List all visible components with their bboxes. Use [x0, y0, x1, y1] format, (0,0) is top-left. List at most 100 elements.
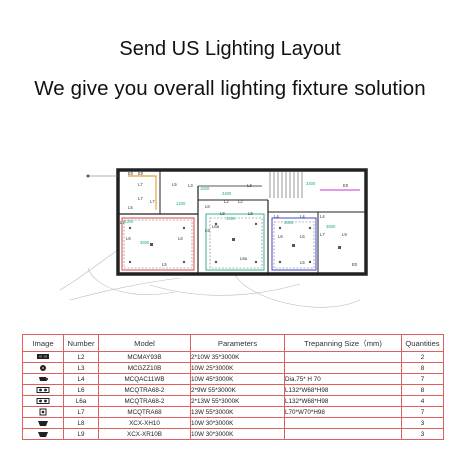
column-header-number: Number	[63, 334, 99, 352]
svg-text:E0: E0	[352, 262, 358, 267]
table-row: L3 MCGZZ10B 10W 25*3000K 8	[22, 362, 444, 374]
cylinder-light-icon	[38, 431, 48, 437]
fixture-quantity: 3	[401, 417, 444, 429]
trepanning-size	[284, 428, 402, 440]
exterior-wall	[116, 168, 368, 276]
fixture-number: L8	[63, 417, 99, 429]
svg-text:L3: L3	[247, 183, 252, 188]
fixture-parameters: 2*9W 55*3000K	[190, 384, 285, 396]
svg-text:L6: L6	[178, 236, 183, 241]
svg-text:L7: L7	[138, 182, 143, 187]
svg-text:L7: L7	[320, 232, 325, 237]
fixture-model: MCQTRA68-2	[98, 395, 191, 407]
trepanning-size: L132*W68*H98	[284, 384, 402, 396]
svg-text:L6: L6	[300, 234, 305, 239]
svg-text:3600: 3600	[284, 220, 294, 225]
fixture-number: L2	[63, 351, 99, 363]
page-subtitle: We give you overall lighting fixture sol…	[34, 77, 426, 100]
fixture-quantity: 2	[401, 351, 444, 363]
column-header-image: Image	[22, 334, 64, 352]
fixture-parameters: 2*10W 35*3000K	[190, 351, 285, 363]
svg-text:L7: L7	[150, 199, 155, 204]
fixture-model: MCQTRA68	[98, 406, 191, 418]
svg-text:L8: L8	[248, 211, 253, 216]
table-row: L4 MCQAC11WB 10W 45*3000K Dia.75* H 70 7	[22, 373, 444, 385]
fixture-parameters: 13W 55*3000K	[190, 406, 285, 418]
table-row: L6 MCQTRA68-2 2*9W 55*3000K L132*W68*H98…	[22, 384, 444, 396]
fixture-model: XCX-XR10B	[98, 428, 191, 440]
fixture-model: MCQAC11WB	[98, 373, 191, 385]
fixture-number: L6	[63, 384, 99, 396]
fixture-number: L3	[63, 362, 99, 374]
table-row: L9 XCX-XR10B 10W 30*3000K 3	[22, 428, 444, 440]
svg-text:3400: 3400	[226, 216, 236, 221]
fixture-quantity: 7	[401, 373, 444, 385]
svg-text:3400: 3400	[306, 181, 316, 186]
svg-text:L7: L7	[120, 220, 125, 225]
double-downlight-icon	[36, 397, 50, 404]
fixture-number: L7	[63, 406, 99, 418]
svg-text:L4: L4	[274, 214, 279, 219]
svg-text:L9: L9	[205, 228, 210, 233]
fixture-model: MCGZZ10B	[98, 362, 191, 374]
staircase	[269, 172, 303, 198]
fixture-quantity: 8	[401, 362, 444, 374]
fixture-parameters: 10W 45*3000K	[190, 373, 285, 385]
svg-text:L8: L8	[220, 211, 225, 216]
table-header-row: Image Number Model Parameters Trepanning…	[22, 334, 444, 352]
svg-text:L5: L5	[300, 260, 305, 265]
table-row: L6a MCQTRA68-2 2*13W 55*3000K L132*W68*H…	[22, 395, 444, 407]
svg-text:L6a: L6a	[212, 224, 220, 229]
column-header-trepanning-size: Trepanning Size（mm)	[284, 334, 402, 352]
page-title: Send US Lighting Layout	[119, 38, 341, 60]
fixture-quantity: 8	[401, 384, 444, 396]
svg-text:1200: 1200	[176, 201, 186, 206]
trepanning-size	[284, 417, 402, 429]
fixture-number: L9	[63, 428, 99, 440]
fixture-number: L4	[63, 373, 99, 385]
fixture-schedule-table: Image Number Model Parameters Trepanning…	[22, 334, 444, 440]
fixture-parameters: 10W 30*3000K	[190, 417, 285, 429]
fixture-number: L6a	[63, 395, 99, 407]
svg-text:1500: 1500	[200, 186, 210, 191]
svg-text:L2: L2	[238, 199, 243, 204]
svg-text:L5: L5	[162, 262, 167, 267]
svg-text:L3: L3	[188, 183, 193, 188]
fixture-quantity: 7	[401, 406, 444, 418]
column-header-model: Model	[98, 334, 191, 352]
table-row: L7 MCQTRA68 13W 55*3000K L70*W70*H98 7	[22, 406, 444, 418]
lighting-zones	[121, 175, 360, 271]
fixture-parameters: 10W 30*3000K	[190, 428, 285, 440]
fixture-model: XCX-XH10	[98, 417, 191, 429]
wall-washer-icon	[39, 376, 48, 381]
fixture-model: MCMAY93B	[98, 351, 191, 363]
svg-text:L4: L4	[320, 214, 325, 219]
trepanning-size	[284, 362, 402, 374]
square-downlight-icon	[39, 408, 47, 416]
column-header-parameters: Parameters	[190, 334, 285, 352]
fixture-parameters: 10W 25*3000K	[190, 362, 285, 374]
fixture-quantity: 4	[401, 395, 444, 407]
svg-text:L8: L8	[205, 204, 210, 209]
svg-text:L7: L7	[138, 196, 143, 201]
cylinder-light-icon	[38, 420, 48, 426]
wiring-lines	[59, 249, 361, 308]
svg-text:3600: 3600	[140, 240, 150, 245]
svg-text:E0: E0	[343, 183, 349, 188]
fixture-quantity: 3	[401, 428, 444, 440]
fixture-model: MCQTRA68-2	[98, 384, 191, 396]
double-downlight-icon	[36, 386, 50, 393]
trepanning-size	[284, 351, 402, 363]
svg-text:L9: L9	[342, 232, 347, 237]
spotlight-icon	[40, 364, 46, 371]
svg-text:L5: L5	[172, 182, 177, 187]
svg-text:L2: L2	[224, 199, 229, 204]
svg-text:3400: 3400	[222, 191, 232, 196]
fixture-parameters: 2*13W 55*3000K	[190, 395, 285, 407]
svg-text:3600: 3600	[326, 224, 336, 229]
svg-text:L4: L4	[300, 214, 305, 219]
svg-text:L6: L6	[126, 236, 131, 241]
column-header-quantities: Quantities	[401, 334, 444, 352]
